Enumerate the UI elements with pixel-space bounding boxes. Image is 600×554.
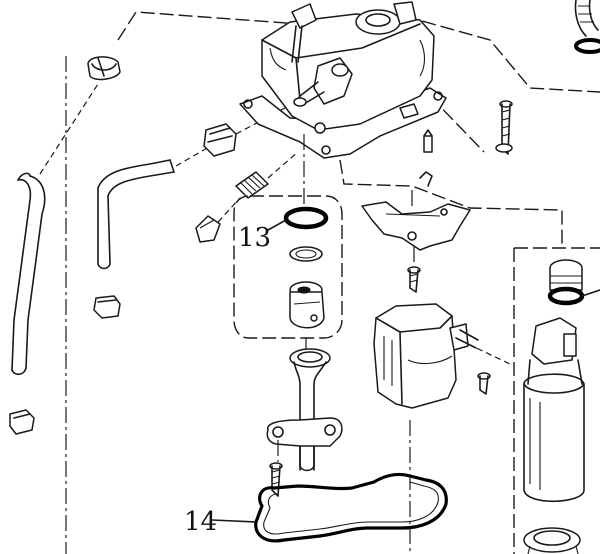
bracket-clip bbox=[419, 171, 433, 187]
hose-clamp-low bbox=[9, 409, 35, 435]
flange-screw bbox=[269, 462, 283, 497]
cover-screw-long bbox=[495, 100, 513, 155]
leader-pump-ring bbox=[581, 289, 600, 297]
valve-group-outline bbox=[233, 195, 343, 339]
hose-clamp-top bbox=[87, 56, 121, 81]
pump-inlet-fitting bbox=[547, 259, 585, 306]
leader-callout-14 bbox=[211, 519, 257, 523]
mounting-bracket bbox=[361, 201, 471, 251]
leader-fitting bbox=[217, 197, 241, 223]
bracket-screw bbox=[407, 266, 421, 293]
leader-hose bbox=[175, 143, 215, 167]
pump-cover bbox=[239, 1, 447, 159]
pump-filter-cup bbox=[523, 527, 581, 554]
threaded-fitting bbox=[235, 171, 269, 199]
o-ring-13 bbox=[283, 206, 329, 230]
leader-fitting-cover bbox=[267, 151, 299, 179]
fitting-cap bbox=[195, 215, 221, 243]
short-fuel-hose bbox=[97, 159, 175, 270]
small-pin bbox=[423, 129, 433, 153]
left-fuel-hose bbox=[11, 172, 46, 376]
callout-14-label: 14 bbox=[184, 507, 217, 537]
leader-callout-13 bbox=[267, 219, 287, 231]
seal-ring bbox=[289, 246, 323, 262]
sender-screw bbox=[477, 372, 491, 395]
leader-top-right bbox=[403, 15, 600, 93]
tank-gasket-14 bbox=[254, 472, 448, 543]
top-right-connector bbox=[574, 0, 600, 54]
leader-hose-clamp-top bbox=[39, 83, 99, 175]
callout-13-label: 13 bbox=[238, 223, 271, 253]
leader-sender bbox=[467, 343, 511, 365]
leader-top-left bbox=[117, 11, 301, 41]
pickup-tube bbox=[266, 348, 343, 472]
pressure-valve bbox=[289, 281, 325, 329]
fuel-pump bbox=[523, 317, 585, 503]
leader-bracket bbox=[339, 159, 563, 246]
hose-clamp-mid bbox=[93, 295, 121, 319]
hose-clamp-cover bbox=[203, 123, 237, 157]
level-sender-unit bbox=[373, 303, 479, 409]
tank-gasket-inner bbox=[263, 481, 439, 535]
